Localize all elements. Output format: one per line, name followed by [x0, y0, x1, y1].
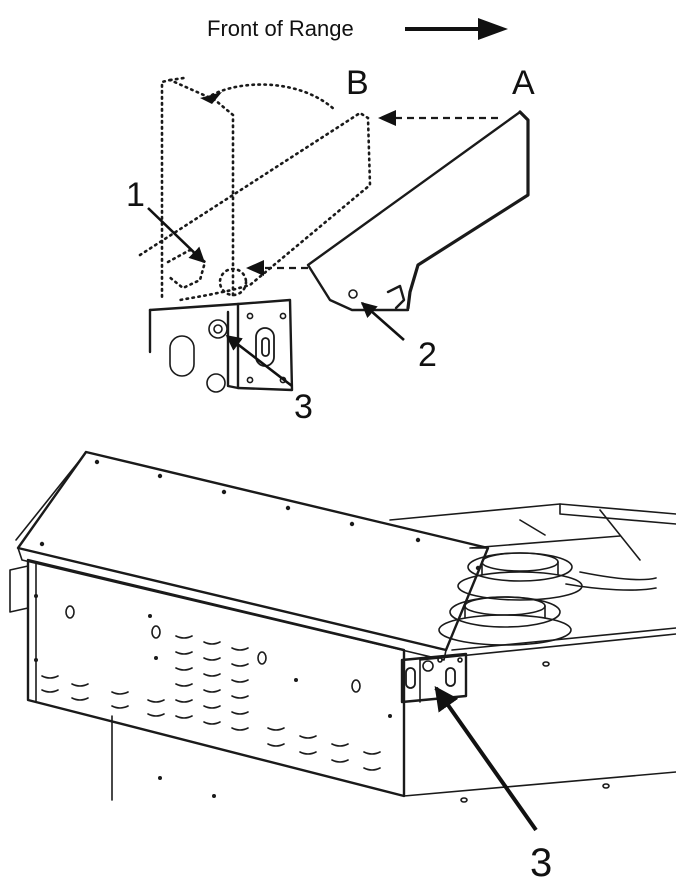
backguard-top-panel	[15, 450, 490, 661]
motion-guide-arrows	[246, 110, 498, 276]
burner-lower-icon	[438, 596, 572, 646]
rotation-arrow-icon	[200, 92, 222, 104]
side-hinge-bracket	[400, 652, 468, 704]
bracket-pin-hole	[348, 289, 358, 299]
plate-lower-hole	[206, 373, 226, 393]
callout-3-bottom-leader	[434, 686, 538, 832]
cooktop-surface	[389, 503, 676, 803]
front-of-range-label: Front of Range	[207, 16, 354, 41]
plate-slot-shaded	[169, 335, 195, 377]
rear-vented-panel	[9, 558, 406, 801]
raised-position-outline	[160, 76, 337, 302]
callout-2: 2	[418, 336, 437, 374]
callout-3-bottom: 3	[530, 841, 552, 885]
callout-leaders-top	[147, 207, 405, 388]
callout-b: B	[346, 64, 369, 102]
range-rear-illustration: 3	[9, 450, 676, 885]
callout-a: A	[512, 64, 535, 102]
vent-slots	[41, 635, 381, 771]
callout-3-top: 3	[294, 388, 313, 426]
front-of-range-header: Front of Range	[207, 16, 508, 41]
callout-1: 1	[126, 176, 145, 214]
position-a-bracket	[306, 110, 530, 312]
front-direction-arrow-icon	[405, 18, 508, 40]
hinge-plate	[148, 298, 294, 393]
position-b-outline	[138, 111, 372, 302]
hinge-detail-diagram: A B 1 2 3	[126, 64, 535, 426]
burner-upper-icon	[457, 552, 583, 601]
